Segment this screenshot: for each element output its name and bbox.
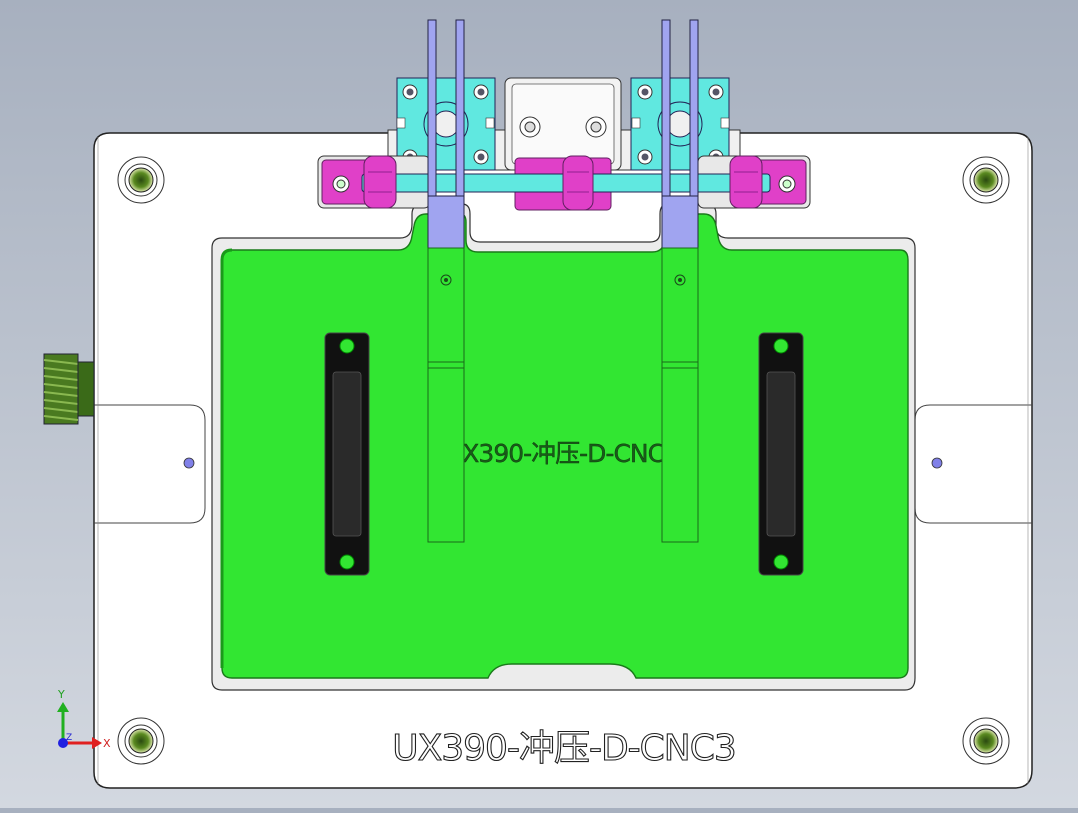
corner-bolt-top-right xyxy=(962,156,1010,204)
left-clamp-finger xyxy=(427,19,465,543)
corner-bolt-top-left xyxy=(117,156,165,204)
right-clamp-finger xyxy=(661,19,699,543)
corner-bolt-bottom-right xyxy=(962,717,1010,765)
rod-roller-left xyxy=(363,155,397,209)
right-vacuum-pad xyxy=(758,332,804,576)
nest-engraved-label: UX390-冲压-D-CNC3 xyxy=(445,439,679,468)
rod-roller-center xyxy=(562,155,594,211)
triad-y-label: Y xyxy=(57,688,65,701)
rod-roller-right xyxy=(729,155,763,209)
left-locating-pin xyxy=(183,457,195,469)
threaded-fitting xyxy=(43,353,95,425)
corner-bolt-bottom-left xyxy=(117,717,165,765)
right-locating-pin xyxy=(931,457,943,469)
left-side-slot xyxy=(94,404,206,524)
coordinate-triad: Y X Z xyxy=(57,688,111,750)
part-label: UX390-冲压-D-CNC3 xyxy=(392,728,736,769)
triad-z-label: Z xyxy=(66,733,72,743)
triad-x-label: X xyxy=(103,737,111,750)
left-vacuum-pad xyxy=(324,332,370,576)
